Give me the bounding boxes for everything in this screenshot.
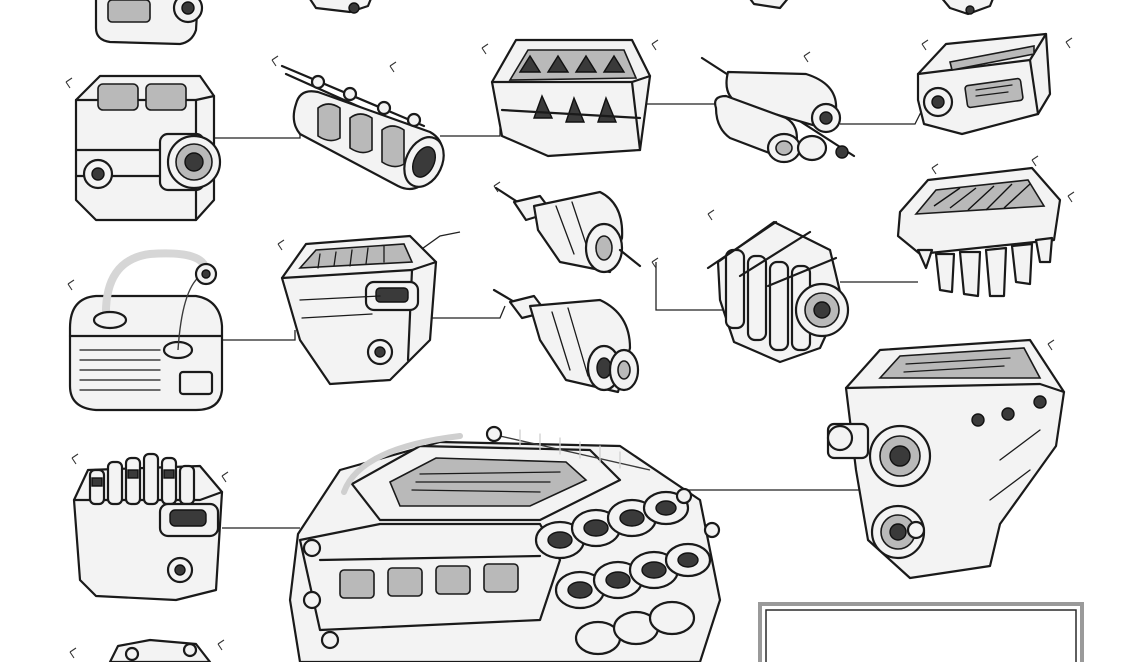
title-label-box: [758, 602, 1084, 662]
intake-manifold-fins: [896, 166, 1062, 298]
throttle-body-housing: [74, 74, 222, 222]
fuel-injector-top: [494, 186, 642, 274]
v8-cylinder-bank: [534, 490, 712, 656]
sensor-module-box: [916, 32, 1052, 136]
top-left-housing-fragment: [94, 0, 204, 46]
top-mid-fragment: [749, 0, 994, 16]
v8-engine-assembly: [288, 425, 722, 662]
valve-cover-tray: [490, 38, 652, 158]
air-filter-box: [68, 249, 224, 412]
fuel-injector-bottom: [492, 288, 640, 394]
coil-pack-bank: [706, 220, 850, 364]
bottom-left-fragment: [108, 638, 212, 662]
fuel-rail-intake: [280, 64, 445, 191]
injector-cluster-housing: [72, 452, 224, 602]
callout-marks: [65, 37, 1075, 659]
top-sensor-fragment: [309, 0, 372, 14]
gear-housing-block: [826, 338, 1066, 580]
intake-manifold-plenum: [280, 234, 438, 386]
twin-cylinder-injector: [700, 56, 856, 164]
